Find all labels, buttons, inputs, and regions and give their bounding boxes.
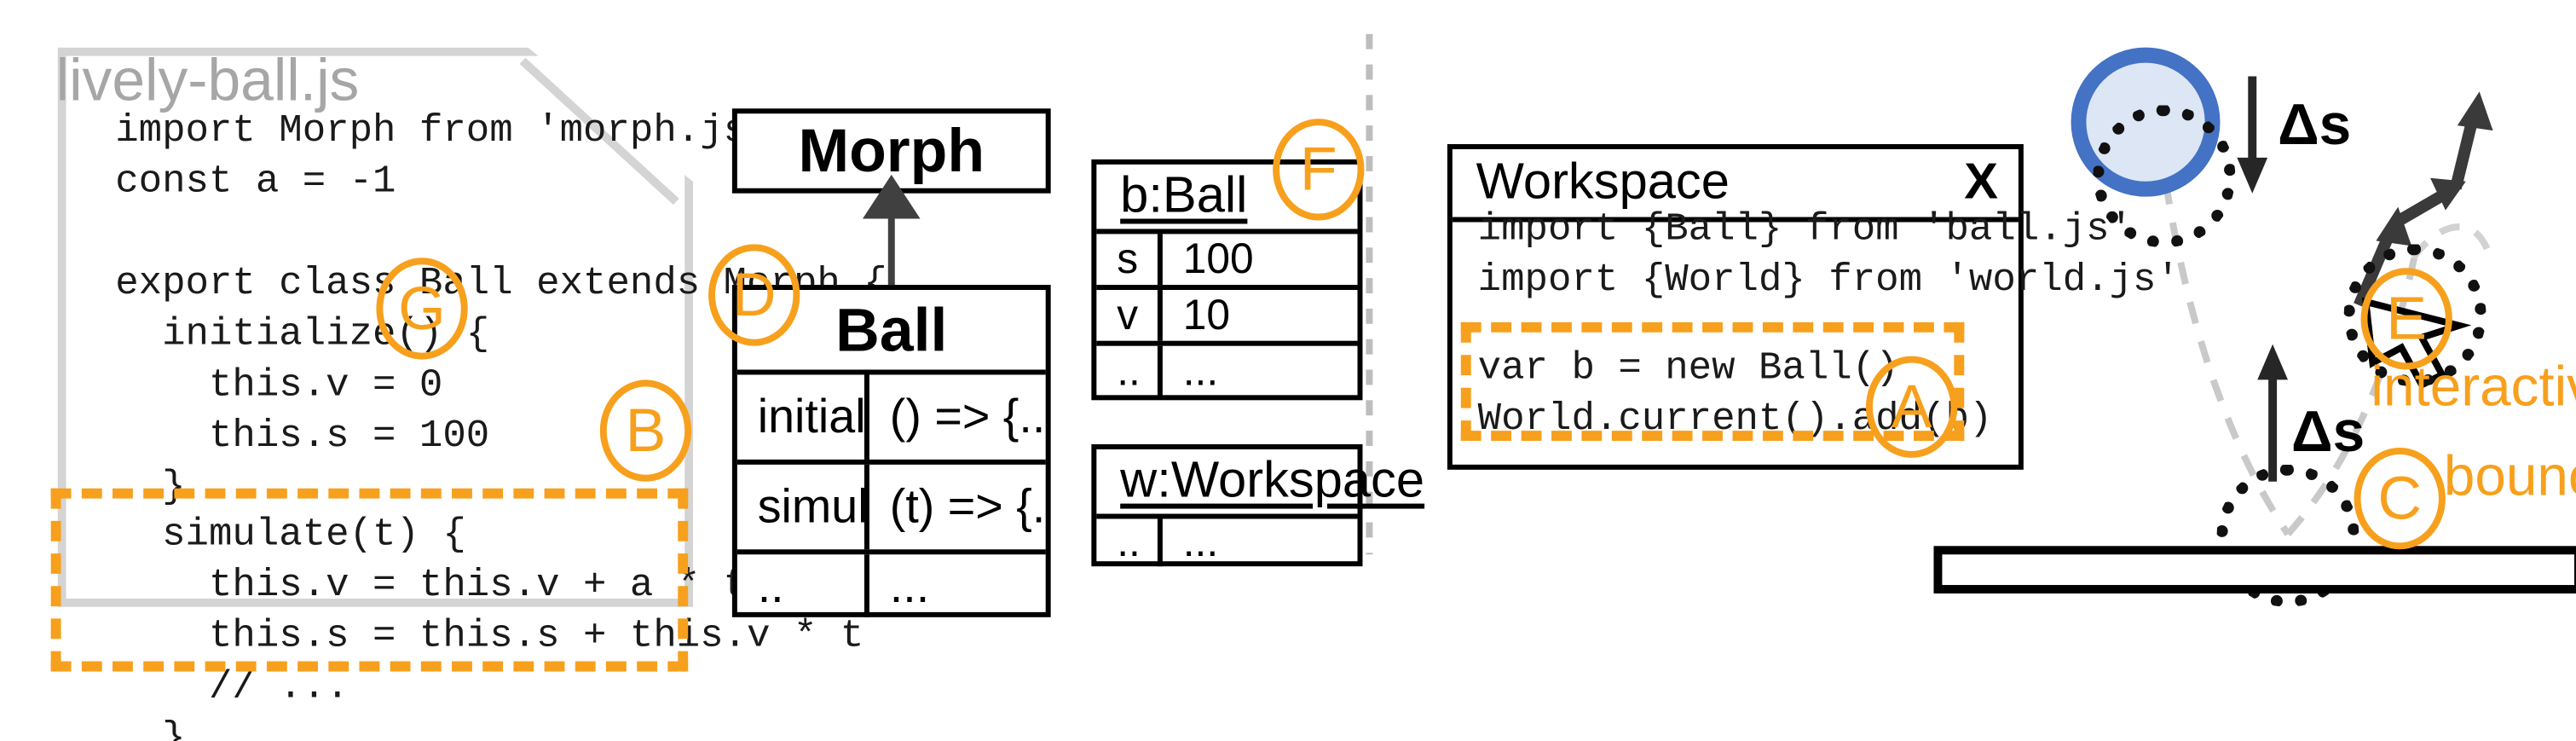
ball-ghost-top — [2093, 105, 2236, 248]
object-cell-value: ... — [1182, 518, 1219, 566]
delta-s-bounce-label: Δs — [2290, 400, 2365, 465]
object-cell-key: s — [1096, 234, 1163, 286]
object-cell-value: 10 — [1182, 291, 1231, 339]
column-divider-1 — [1366, 33, 1373, 555]
uml-class-ball[interactable]: Ball initialize () => {..} simulate (t) … — [731, 285, 1051, 617]
static-file-paper[interactable] — [57, 47, 694, 607]
label-interactive-drag: interactive drag — [2371, 354, 2576, 418]
uml-class-morph-title: Morph — [798, 115, 985, 185]
drag-arrow-head-1-icon — [2376, 206, 2412, 246]
ground-platform — [1933, 546, 2576, 593]
static-file-code-bottom: // ... } } — [162, 664, 349, 741]
annotation-e[interactable]: E — [2360, 268, 2452, 370]
object-cell-key: .. — [1096, 518, 1163, 567]
drag-arrow-head-3-icon — [2457, 91, 2493, 131]
object-instance-workspace-header: w:Workspace — [1096, 449, 1424, 514]
label-bounce: bounce — [2443, 444, 2576, 507]
uml-row: .. ... — [736, 549, 1046, 617]
highlight-box-workspace-code[interactable] — [1460, 321, 1965, 442]
file-title: lively-ball.js — [55, 47, 360, 114]
annotation-d[interactable]: D — [708, 244, 800, 346]
delta-s-bounce-arrowhead-icon — [2257, 344, 2289, 380]
object-cell-value: 100 — [1182, 234, 1254, 283]
table-row: .. ... — [1096, 513, 1358, 567]
annotation-a[interactable]: A — [1865, 356, 1958, 458]
uml-cell-value: ... — [889, 559, 930, 611]
object-cell-key: v — [1096, 290, 1163, 341]
annotation-f[interactable]: F — [1273, 119, 1365, 221]
inheritance-line — [887, 213, 895, 289]
uml-row: simulate (t) => {..} — [736, 459, 1046, 550]
delta-s-fall-arrowhead-icon — [2237, 157, 2268, 194]
table-row: v 10 — [1096, 285, 1358, 341]
uml-cell-key: simulate — [737, 464, 869, 550]
close-icon[interactable]: X — [1964, 153, 1999, 211]
annotation-c[interactable]: C — [2354, 447, 2446, 550]
object-instance-workspace[interactable]: w:Workspace .. ... — [1091, 444, 1424, 567]
uml-cell-key: initialize — [737, 374, 869, 460]
uml-row: initialize () => {..} — [736, 369, 1046, 460]
annotation-b[interactable]: B — [599, 379, 692, 482]
workspace-titlebar[interactable]: Workspace X — [1452, 149, 2019, 223]
paper-shape — [57, 47, 694, 607]
table-row: .. ... — [1096, 340, 1358, 399]
inheritance-arrowhead-icon — [862, 174, 921, 219]
object-cell-key: .. — [1096, 345, 1163, 399]
uml-class-morph[interactable]: Morph — [731, 108, 1051, 194]
uml-cell-value: () => {..} — [889, 390, 1046, 443]
object-instance-workspace-header-label: w:Workspace — [1120, 452, 1425, 509]
object-instance-ball-header: b:Ball — [1096, 165, 1357, 229]
object-cell-value: ... — [1182, 347, 1219, 396]
annotation-g[interactable]: G — [376, 258, 468, 360]
highlight-box-simulate[interactable] — [50, 488, 689, 672]
uml-cell-key: .. — [737, 554, 869, 617]
delta-s-fall-label: Δs — [2278, 93, 2352, 158]
uml-class-ball-title: Ball — [835, 294, 948, 364]
workspace-title: Workspace — [1476, 153, 1730, 211]
object-instance-ball-header-label: b:Ball — [1120, 167, 1248, 224]
uml-cell-value: (t) => {..} — [889, 479, 1046, 533]
table-row: s 100 — [1096, 229, 1358, 286]
workspace-code-top: import {Ball} from 'ball.js' import {Wor… — [1477, 206, 2180, 302]
